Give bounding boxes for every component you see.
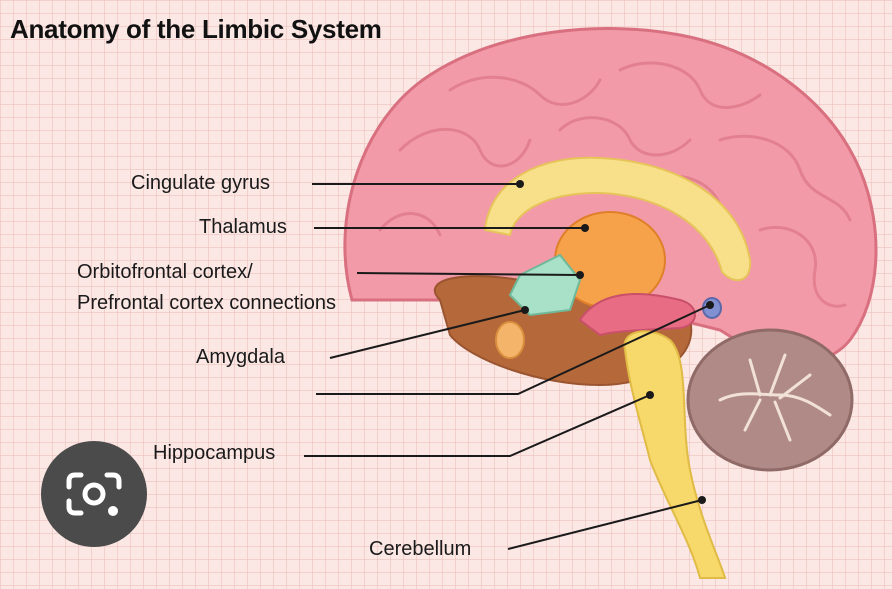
leader-dot-orbitofrontal <box>576 271 584 279</box>
leader-line-orbitofrontal <box>356 272 581 276</box>
label-amygdala: Amygdala <box>196 346 285 368</box>
label-thalamus: Thalamus <box>199 216 287 238</box>
camera-search-icon <box>66 472 122 516</box>
leader-lines <box>304 183 711 550</box>
leader-line-cerebellum <box>507 499 703 550</box>
leader-dots <box>516 180 714 504</box>
leader-line-unlabeled <box>316 304 711 395</box>
label-hippocampus: Hippocampus <box>153 442 276 464</box>
leader-dot-cerebellum <box>698 496 706 504</box>
leader-line-amygdala <box>329 309 526 359</box>
leader-dot-hippocampus <box>646 391 654 399</box>
cerebellum-folia <box>718 353 832 442</box>
leader-dot-thalamus <box>581 224 589 232</box>
cingulate-gyrus <box>483 156 752 282</box>
orbitofrontal-region <box>508 253 582 317</box>
leader-dot-cingulate <box>516 180 524 188</box>
leader-line-hippocampus <box>304 394 651 457</box>
label-orbitofrontal-line1: Orbitofrontal cortex/ <box>77 261 253 283</box>
diagram-title: Anatomy of the Limbic System <box>10 14 382 44</box>
leader-dot-unlabeled <box>706 301 714 309</box>
cerebellum <box>686 328 854 472</box>
label-orbitofrontal-line2: Prefrontal cortex connections <box>77 292 337 314</box>
lens-button[interactable] <box>41 441 147 547</box>
amygdala <box>495 321 525 359</box>
leader-dot-amygdala <box>521 306 529 314</box>
label-cingulate-gyrus: Cingulate gyrus <box>131 172 270 194</box>
label-cerebellum: Cerebellum <box>369 538 472 560</box>
